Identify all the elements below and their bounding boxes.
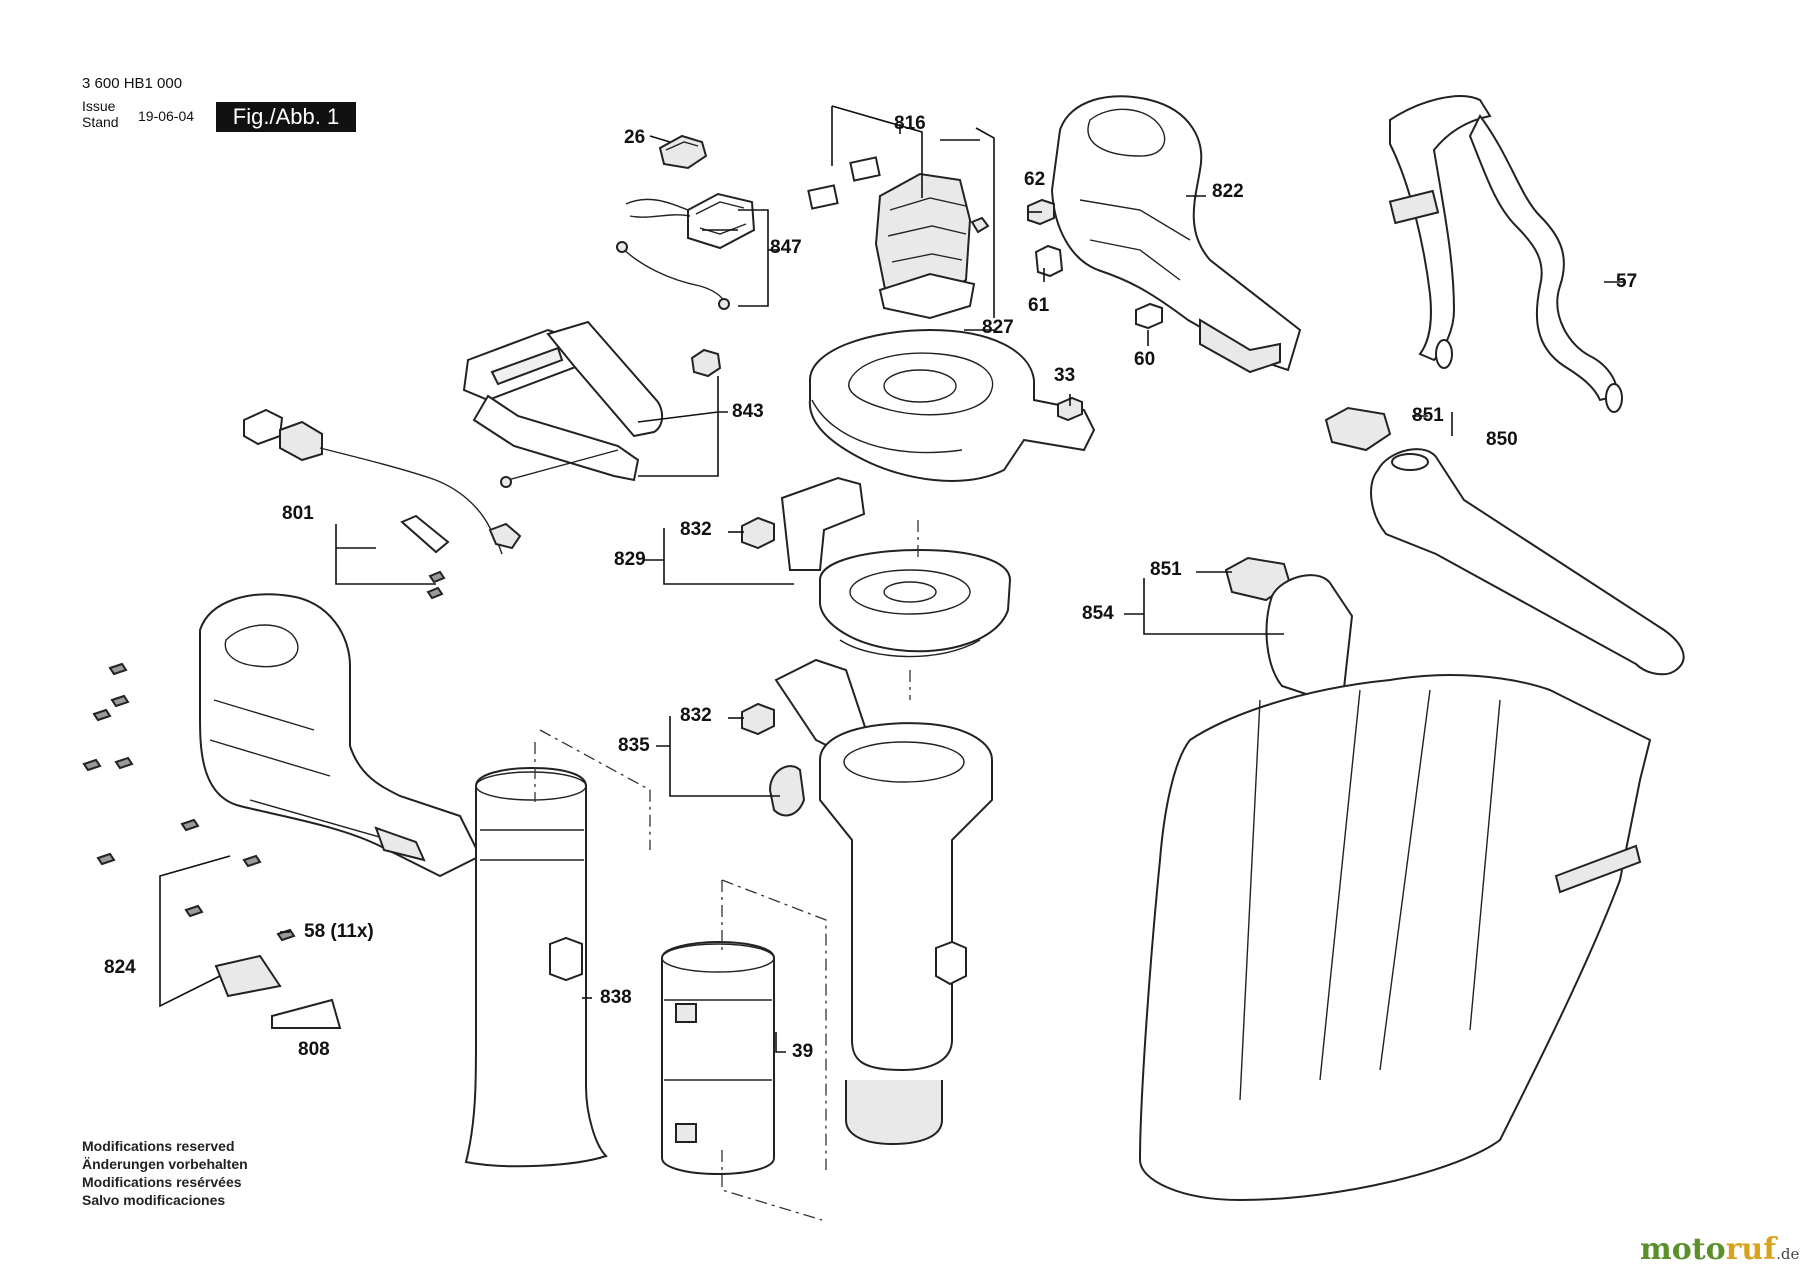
- part-fan-cover-829: [780, 476, 1012, 658]
- part-bag-854: [1138, 556, 1652, 1202]
- label-838: 838: [600, 987, 632, 1008]
- part-housing-822: [1050, 95, 1302, 374]
- part-knob-832-lower: [741, 702, 775, 736]
- part-clip-60: [1135, 302, 1163, 330]
- issue-date: 19-06-04: [138, 108, 195, 124]
- label-851-upper: 851: [1412, 405, 1444, 426]
- label-58: 58 (11x): [304, 921, 374, 942]
- logo-part-a: moto: [1640, 1232, 1726, 1267]
- figure-label: Fig./Abb. 1: [216, 102, 356, 132]
- part-knob-26: [658, 134, 708, 170]
- part-cable-801: [243, 408, 522, 600]
- part-fan-housing-827: [808, 328, 1096, 482]
- axis-39: [721, 879, 827, 1221]
- label-33: 33: [1054, 365, 1076, 386]
- label-60: 60: [1134, 349, 1156, 370]
- label-62: 62: [1024, 169, 1046, 190]
- part-handle-843: [462, 320, 722, 488]
- label-61: 61: [1028, 295, 1050, 316]
- part-bushing-33: [1057, 396, 1083, 422]
- note-es: Salvo modificaciones: [82, 1192, 226, 1208]
- watermark-logo: motoruf.de: [1640, 1232, 1799, 1267]
- part-housing-824: [199, 593, 482, 878]
- part-motor-816: [807, 156, 990, 320]
- label-816: 816: [894, 113, 926, 134]
- label-824: 824: [104, 957, 136, 978]
- label-808: 808: [298, 1039, 330, 1060]
- part-tube-838: [464, 766, 608, 1168]
- part-strap-57: [1388, 95, 1623, 413]
- label-854: 854: [1082, 603, 1114, 624]
- label-827: 827: [982, 317, 1014, 338]
- axis-838: [534, 729, 651, 850]
- label-57: 57: [1616, 271, 1638, 292]
- leader-lines: [159, 105, 1624, 1053]
- label-801: 801: [282, 503, 314, 524]
- part-plate-824: [214, 954, 282, 998]
- label-835: 835: [618, 735, 650, 756]
- part-switch-847: [616, 192, 756, 310]
- part-tube-39: [661, 940, 775, 1176]
- label-832-lower: 832: [680, 705, 712, 726]
- part-plate-808: [271, 998, 342, 1029]
- part-tube-835: [768, 658, 993, 1146]
- note-en: Modifications reserved: [82, 1138, 235, 1154]
- logo-tld: .de: [1776, 1245, 1800, 1263]
- part-nozzle-850: [1324, 406, 1685, 676]
- label-851-lower: 851: [1150, 559, 1182, 580]
- label-39: 39: [792, 1041, 814, 1062]
- note-de: Änderungen vorbehalten: [82, 1156, 248, 1172]
- part-clip-61: [1034, 244, 1064, 278]
- part-knob-832-upper: [741, 516, 775, 550]
- logo-part-b: ruf: [1725, 1232, 1777, 1267]
- stand-label: Stand: [82, 114, 119, 130]
- label-847: 847: [770, 237, 802, 258]
- part-number: 3 600 HB1 000: [82, 75, 183, 92]
- screws-58: [82, 662, 296, 942]
- issue-label: Issue: [82, 98, 116, 114]
- label-832-upper: 832: [680, 519, 712, 540]
- issue-stand-block: Issue Stand: [82, 98, 119, 130]
- label-843: 843: [732, 401, 764, 422]
- label-822: 822: [1212, 181, 1244, 202]
- label-850: 850: [1486, 429, 1518, 450]
- note-fr: Modifications resérvées: [82, 1174, 242, 1190]
- label-26: 26: [624, 127, 646, 148]
- modifications-notes: Modifications reserved Änderungen vorbeh…: [82, 1137, 248, 1209]
- label-829: 829: [614, 549, 646, 570]
